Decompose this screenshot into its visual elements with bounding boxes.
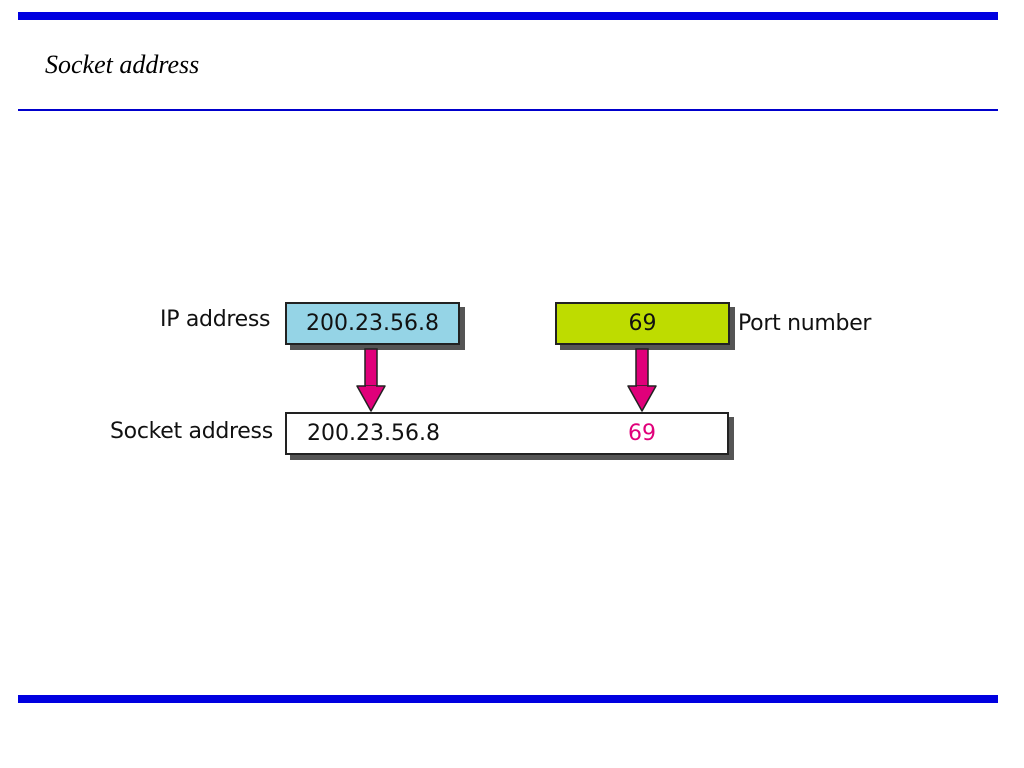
ip-address-box: 200.23.56.8	[285, 302, 460, 345]
port-number-label: Port number	[738, 311, 872, 336]
port-number-box: 69	[555, 302, 730, 345]
socket-ip-value: 200.23.56.8	[307, 421, 440, 446]
title-divider	[18, 109, 998, 111]
ip-address-label: IP address	[160, 307, 271, 332]
slide-title: Socket address	[45, 50, 200, 79]
bottom-rule	[18, 695, 998, 703]
socket-port-value: 69	[628, 421, 656, 446]
port-number-value: 69	[628, 311, 657, 336]
ip-down-arrow	[356, 348, 386, 412]
port-down-arrow	[627, 348, 657, 412]
socket-address-box: 200.23.56.8 69	[285, 412, 729, 455]
ip-address-value: 200.23.56.8	[306, 311, 439, 336]
top-rule	[18, 12, 998, 20]
socket-address-label: Socket address	[110, 419, 273, 444]
